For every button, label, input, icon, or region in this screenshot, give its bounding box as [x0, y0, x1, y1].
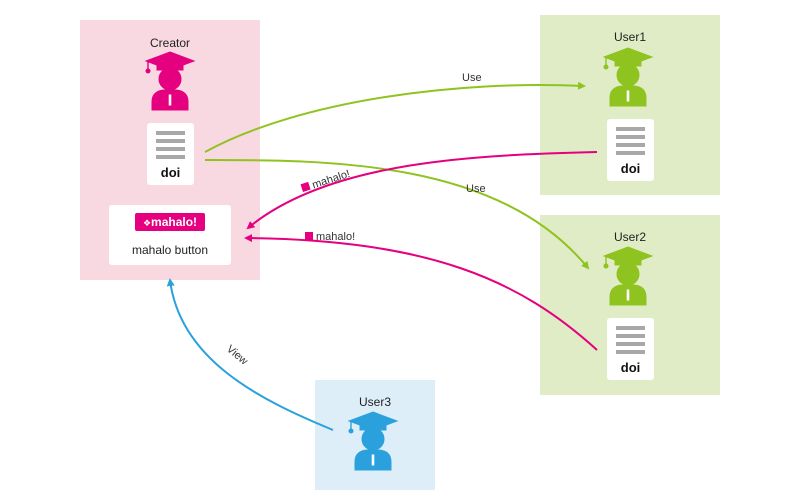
- creator-graduate-icon: [145, 51, 195, 111]
- view-arrow-user3: [166, 278, 334, 431]
- gift-icon: [300, 181, 311, 192]
- mahalo-logo[interactable]: ❖mahalo!: [135, 213, 205, 231]
- user3-graduate-icon: [348, 411, 398, 471]
- mahalo-label-1: mahalo!: [300, 168, 352, 192]
- gift-icon: ❖: [142, 218, 152, 228]
- doi-label: doi: [620, 161, 641, 176]
- user2-graduate-icon: [603, 246, 653, 306]
- document-icon: [616, 127, 645, 159]
- svg-text:mahalo!: mahalo!: [311, 168, 352, 192]
- use-arrow-user1: [204, 81, 586, 153]
- mahalo-button-card[interactable]: ❖mahalo! mahalo button: [109, 205, 231, 265]
- user1-title: User1: [613, 30, 646, 44]
- user2-title: User2: [613, 230, 646, 244]
- mahalo-arrow-user2: [244, 234, 598, 351]
- mahalo-button-caption: mahalo button: [131, 243, 209, 257]
- doi-label: doi: [160, 165, 181, 180]
- svg-text:mahalo!: mahalo!: [316, 231, 355, 243]
- doi-label: doi: [620, 360, 641, 375]
- user2-doi-document[interactable]: doi: [607, 318, 654, 380]
- user3-title: User3: [358, 395, 391, 409]
- use-arrow-user2: [204, 159, 590, 270]
- user1-graduate-icon: [603, 47, 653, 107]
- mahalo-arrow-user1: [246, 151, 598, 230]
- view-label: View: [224, 343, 250, 367]
- use-label-2: Use: [466, 183, 486, 195]
- use-label-1: Use: [462, 72, 482, 84]
- document-icon: [156, 131, 185, 163]
- creator-title: Creator: [149, 36, 190, 50]
- gift-icon: [305, 232, 313, 240]
- user1-doi-document[interactable]: doi: [607, 119, 654, 181]
- creator-doi-document[interactable]: doi: [147, 123, 194, 185]
- mahalo-label-2: mahalo!: [305, 231, 355, 243]
- document-icon: [616, 326, 645, 358]
